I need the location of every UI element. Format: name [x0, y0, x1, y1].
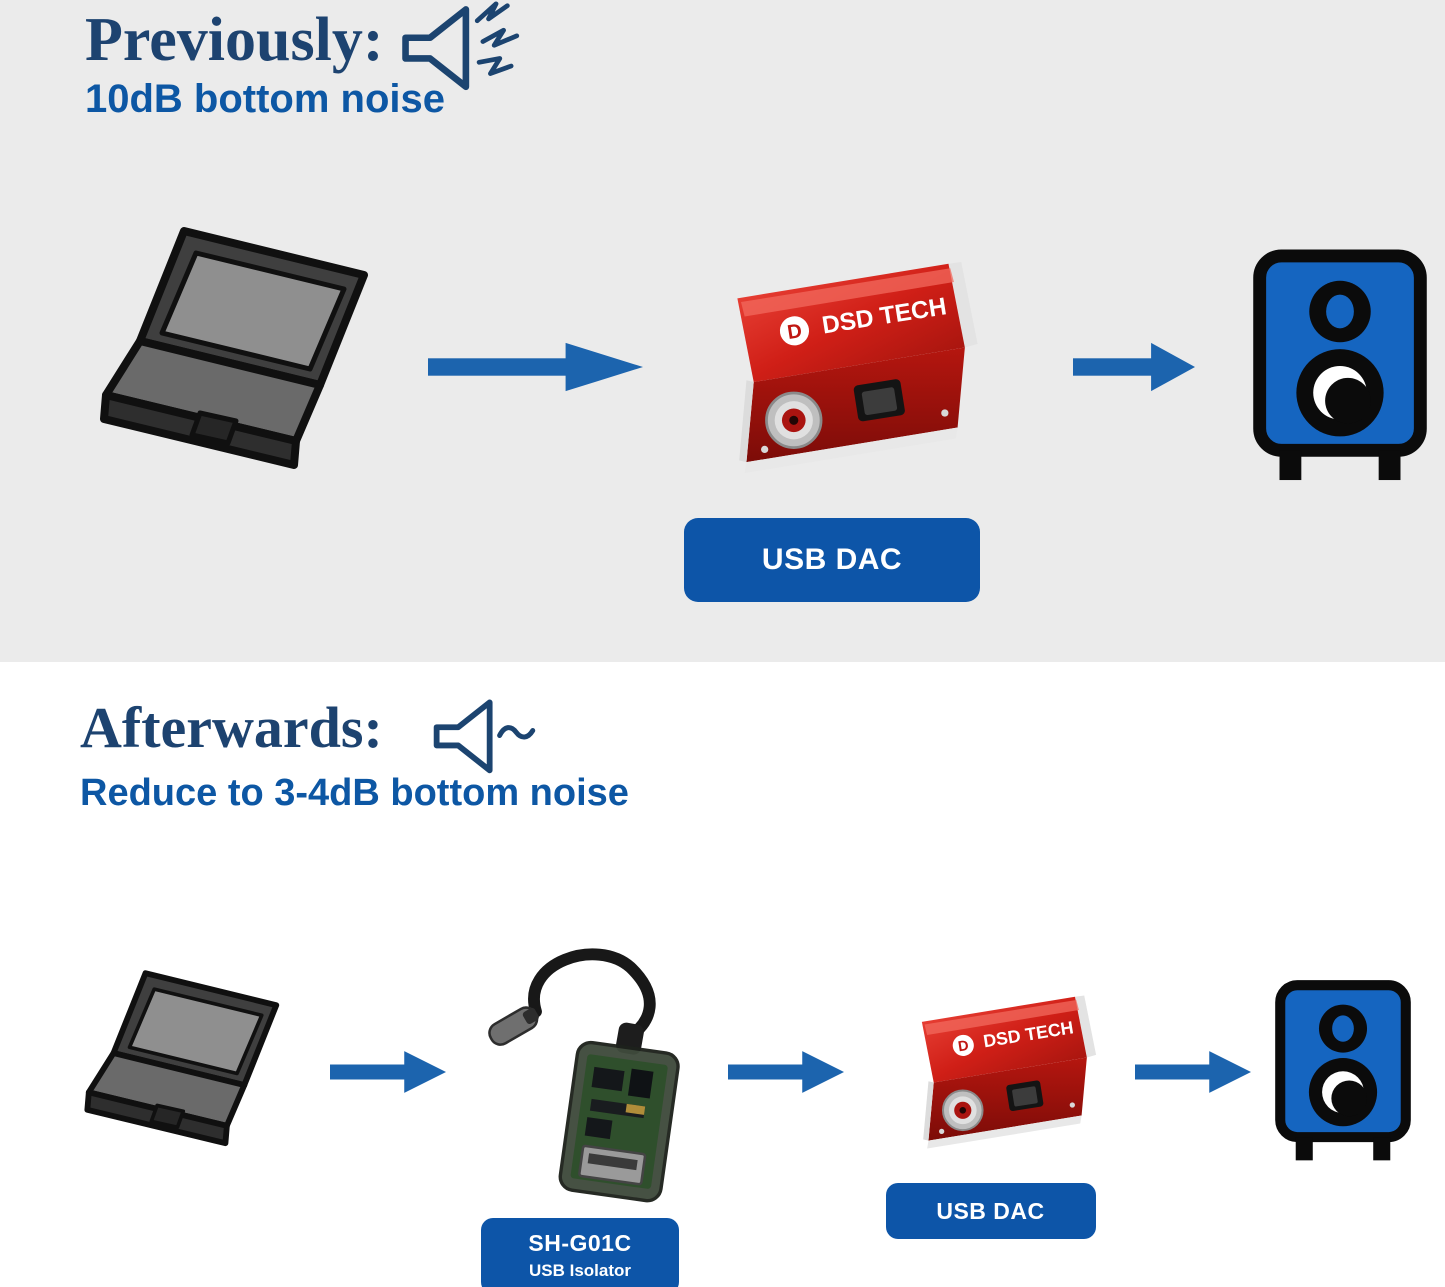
- usb-dac-device: [920, 994, 1098, 1150]
- quiet-speaker-icon: [430, 692, 546, 784]
- usb-dac-group: USB DAC: [677, 231, 987, 602]
- right-arrow-icon: [1073, 342, 1195, 392]
- previously-subtitle: 10dB bottom noise: [85, 77, 446, 122]
- usb-dac-label: USB DAC: [885, 1183, 1096, 1240]
- right-arrow-icon: [1135, 1051, 1251, 1094]
- afterwards-flow: SH-G01C USB Isolator USB DAC: [0, 937, 1445, 1287]
- right-arrow-icon: [728, 1051, 844, 1094]
- afterwards-title: Afterwards:: [80, 695, 383, 760]
- usb-isolator-label: SH-G01C USB Isolator: [481, 1217, 679, 1287]
- usb-dac-group: USB DAC: [878, 973, 1103, 1240]
- usb-isolator-device: [470, 937, 690, 1208]
- usb-isolator-label-title: SH-G01C: [528, 1230, 632, 1257]
- afterwards-heading-row: Afterwards:: [0, 662, 1445, 759]
- speaker-icon: [1245, 248, 1435, 486]
- usb-isolator-label-subtitle: USB Isolator: [528, 1261, 632, 1281]
- afterwards-panel: Afterwards: Reduce to 3-4dB bottom noise…: [0, 662, 1445, 1287]
- usb-dac-device: [735, 260, 979, 475]
- afterwards-subtitle: Reduce to 3-4dB bottom noise: [80, 771, 629, 814]
- laptop-icon: [72, 217, 402, 517]
- usb-dac-label-text: USB DAC: [761, 542, 903, 576]
- previously-title: Previously:: [85, 6, 384, 74]
- right-arrow-icon: [428, 342, 643, 392]
- usb-isolator-group: SH-G01C USB Isolator: [470, 937, 690, 1287]
- speaker-icon: [1269, 979, 1417, 1165]
- previously-panel: Previously: 10dB bottom noise USB DAC: [0, 0, 1445, 662]
- right-arrow-icon: [330, 1051, 446, 1094]
- previously-heading-row: Previously:: [0, 0, 1445, 73]
- loud-noise-speaker-icon: [398, 0, 530, 102]
- usb-dac-label: USB DAC: [684, 517, 980, 602]
- laptop-icon: [64, 963, 304, 1181]
- previously-flow: USB DAC: [0, 217, 1445, 602]
- usb-dac-label-text: USB DAC: [936, 1197, 1045, 1224]
